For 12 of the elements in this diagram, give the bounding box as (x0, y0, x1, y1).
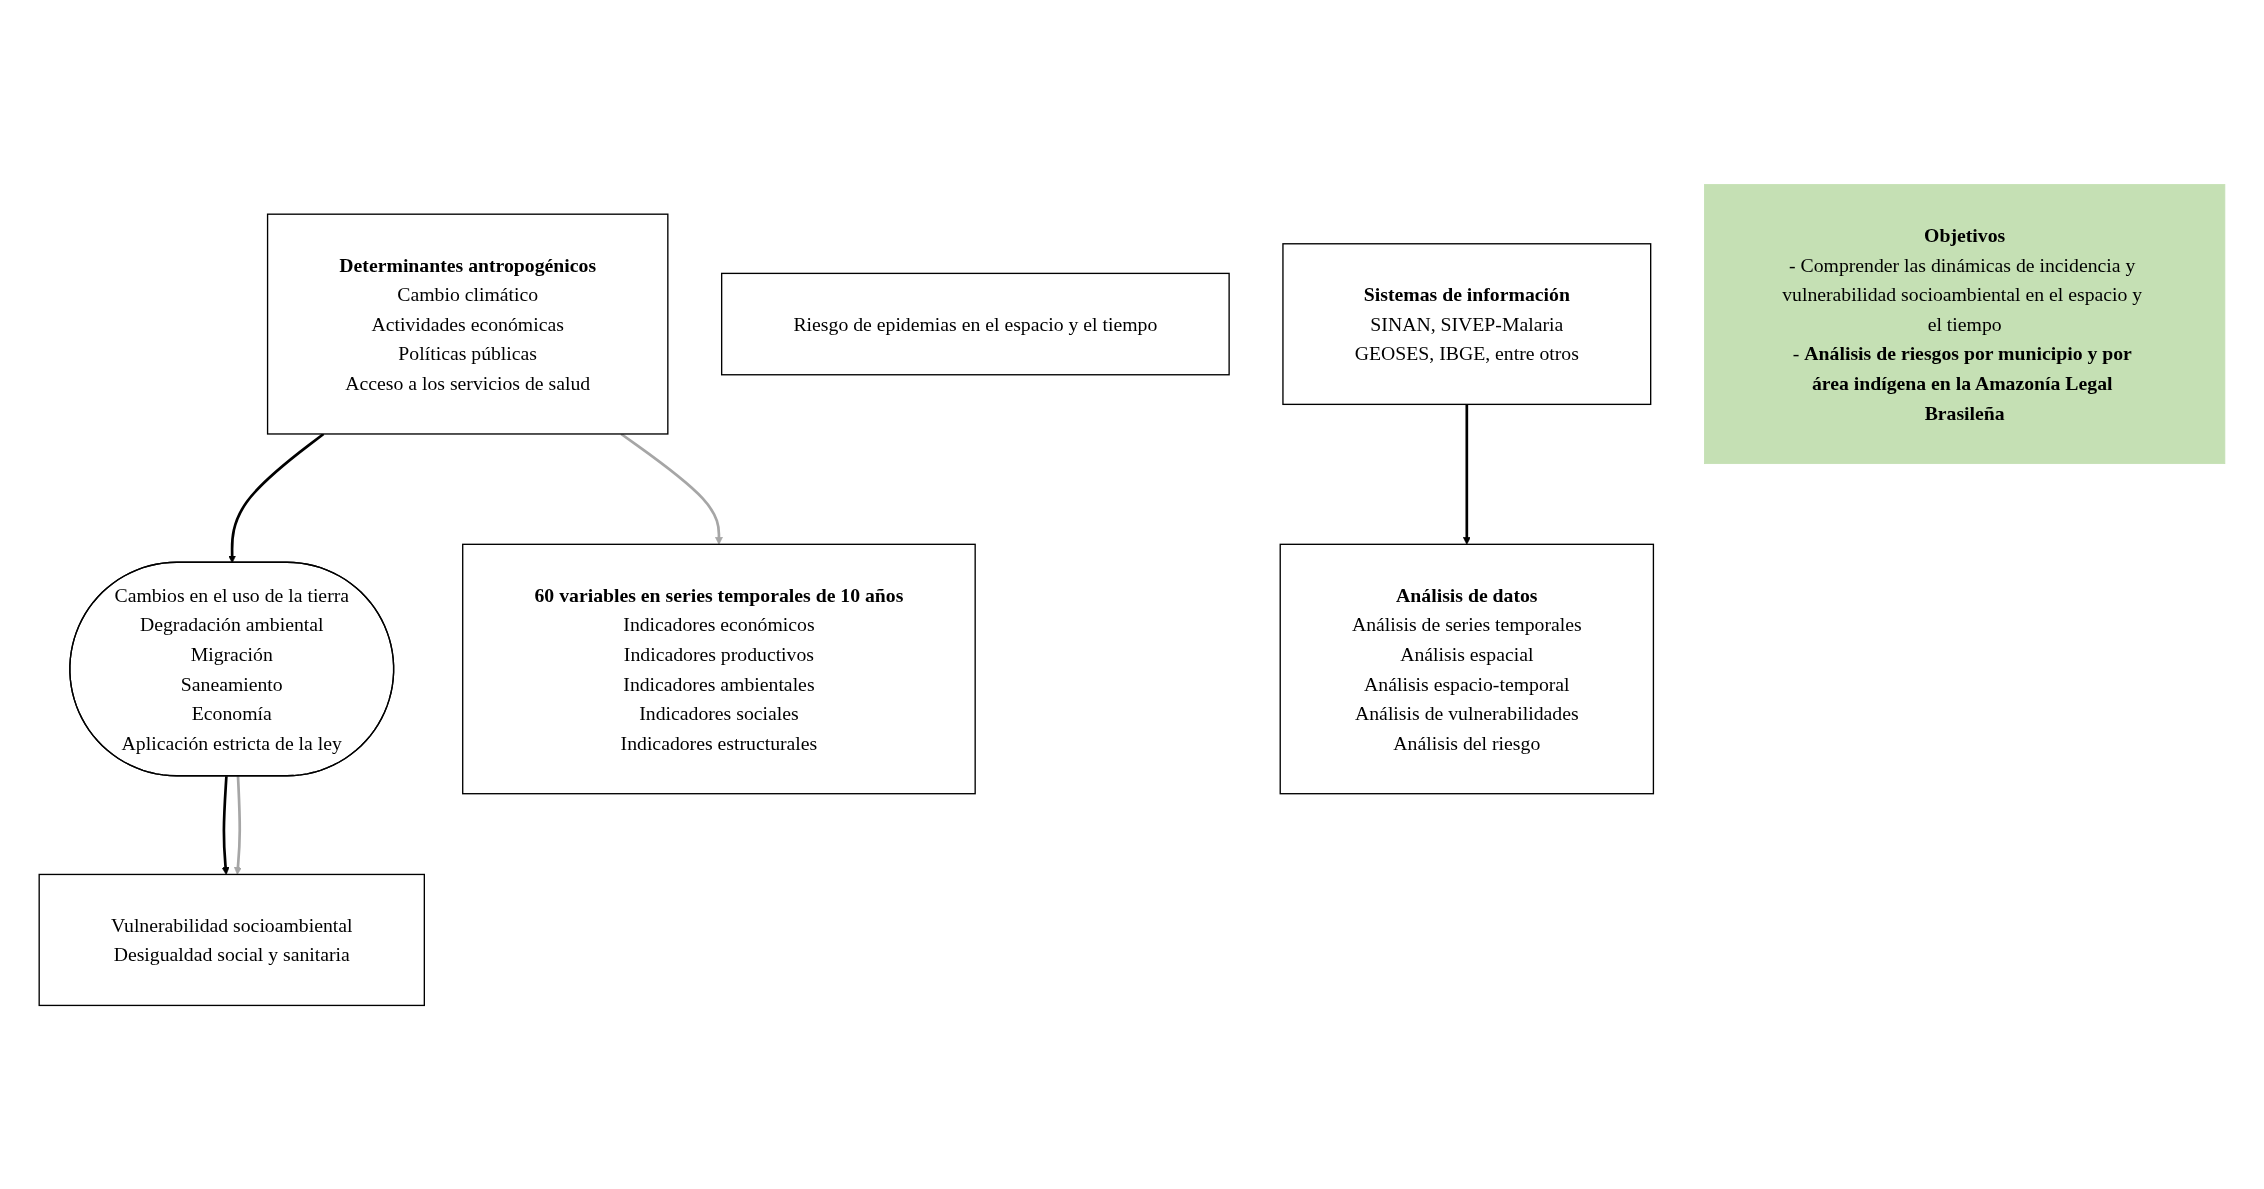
node-box: Sistemas de información SINAN, SIVEP-Malaria GEOSES, IBGE, entre otros (1282, 242, 1652, 405)
arrow (1462, 403, 1471, 545)
arrow (620, 432, 723, 545)
arrow (228, 432, 325, 563)
arrow (221, 775, 230, 875)
node-box: Análisis de datos Análisis de series temporales Análisis espacial Análisis espacio-temporal Análisis de vulnerabilidades Análisis del riesgo (1279, 543, 1655, 794)
node-box: Determinantes antropogénicos Cambio climático Actividades económicas Políticas públicas Acceso a los servicios de salud (266, 213, 669, 435)
node-box: Objetivos - Comprender las dinámicas de incidencia y vulnerabilidad socioambiental en el espacio y el tiempo - Análisis de riesgos por municipio y por área indígena en la Amazonía Legal Brasileña (1704, 183, 2226, 464)
node-box: 60 variables en series temporales de 10 años Indicadores económicos Indicadores productivos Indicadores ambientales Indicadores sociales Indicadores estructurales (462, 543, 976, 794)
node-box: Riesgo de epidemias en el espacio y el tiempo (721, 272, 1230, 375)
arrow (233, 775, 242, 875)
node-box: Vulnerabilidad socioambiental Desigualdad social y sanitaria (38, 873, 425, 1006)
